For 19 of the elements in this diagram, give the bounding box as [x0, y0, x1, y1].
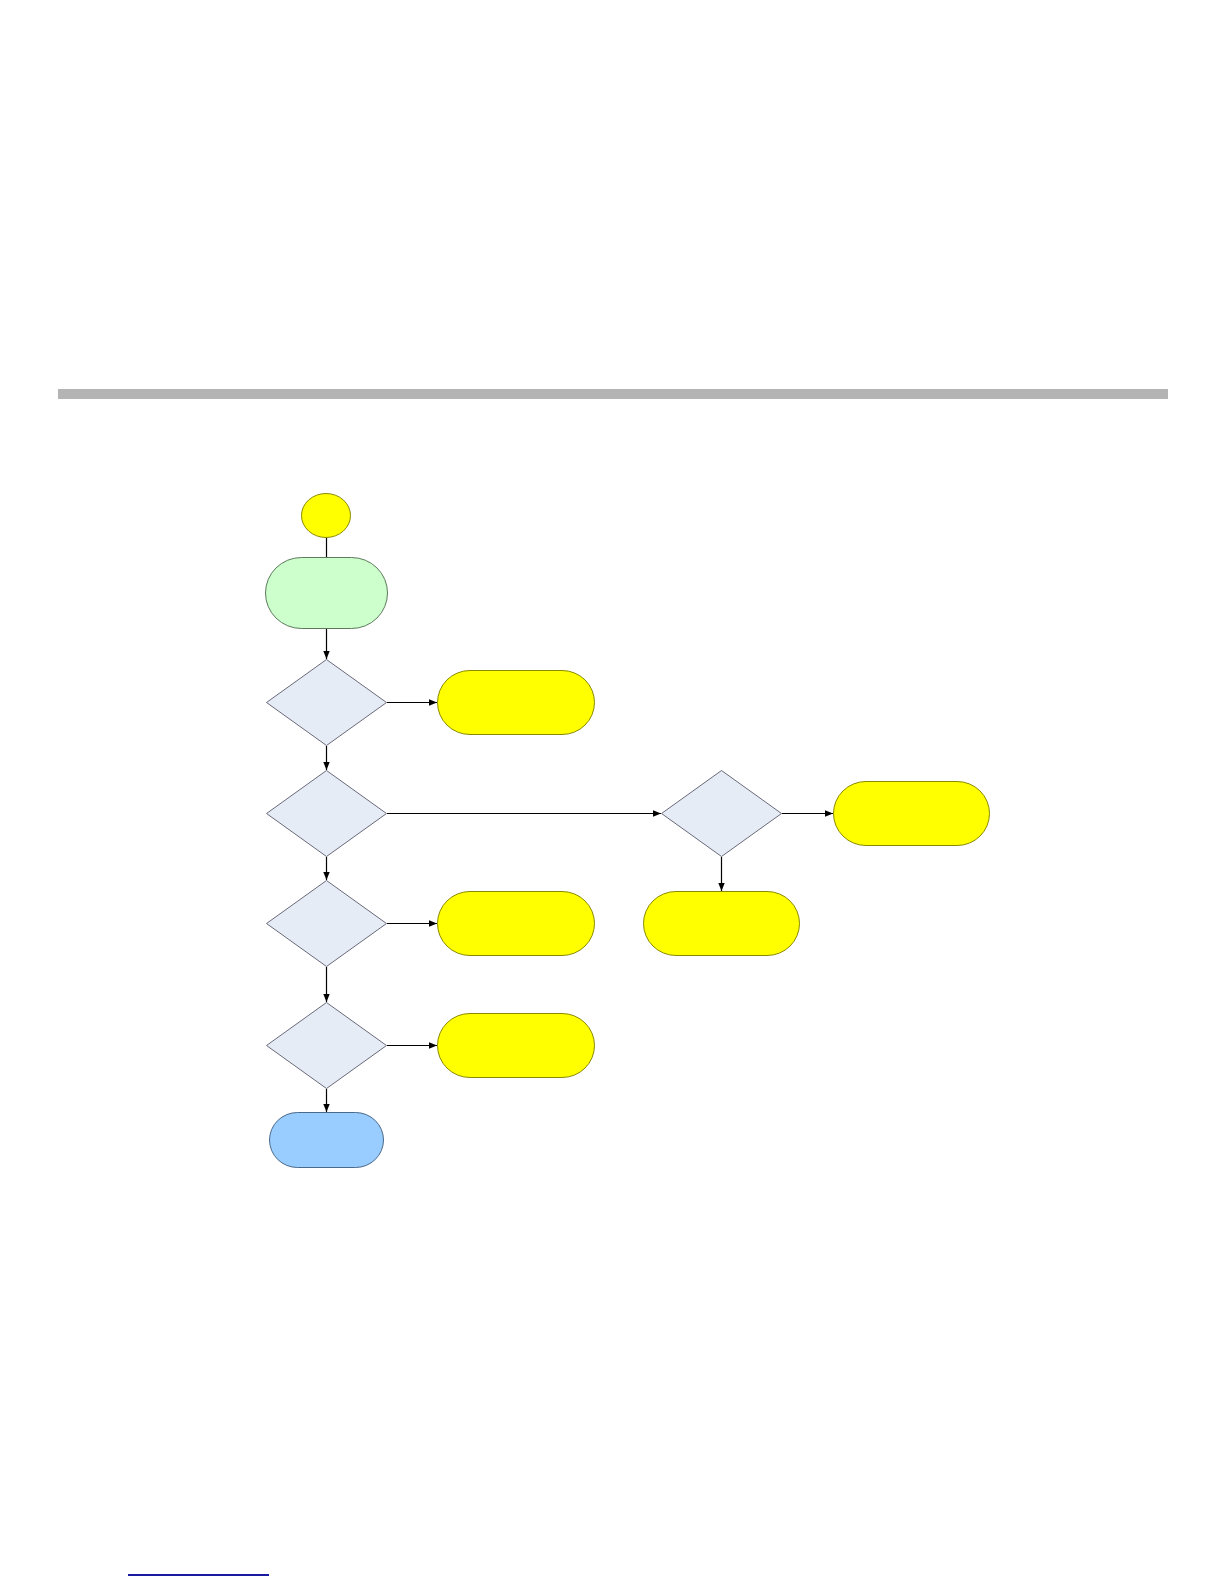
arrow [386, 920, 438, 927]
arrow [386, 1042, 438, 1049]
decision-diamond [266, 659, 387, 746]
arrow [323, 1088, 330, 1113]
arrow [386, 810, 662, 817]
connector-line [325, 537, 328, 558]
arrow [781, 810, 834, 817]
decision-diamond [661, 770, 782, 857]
arrow [323, 856, 330, 881]
decision-diamond [266, 1002, 387, 1089]
decision-diamond [266, 770, 387, 857]
arrow [718, 856, 725, 892]
start-circle [301, 493, 351, 538]
terminal-pill [269, 1112, 384, 1168]
decision-diamond [266, 880, 387, 967]
arrow [323, 966, 330, 1003]
arrow [323, 628, 330, 660]
arrow [386, 699, 438, 706]
arrow [323, 745, 330, 771]
